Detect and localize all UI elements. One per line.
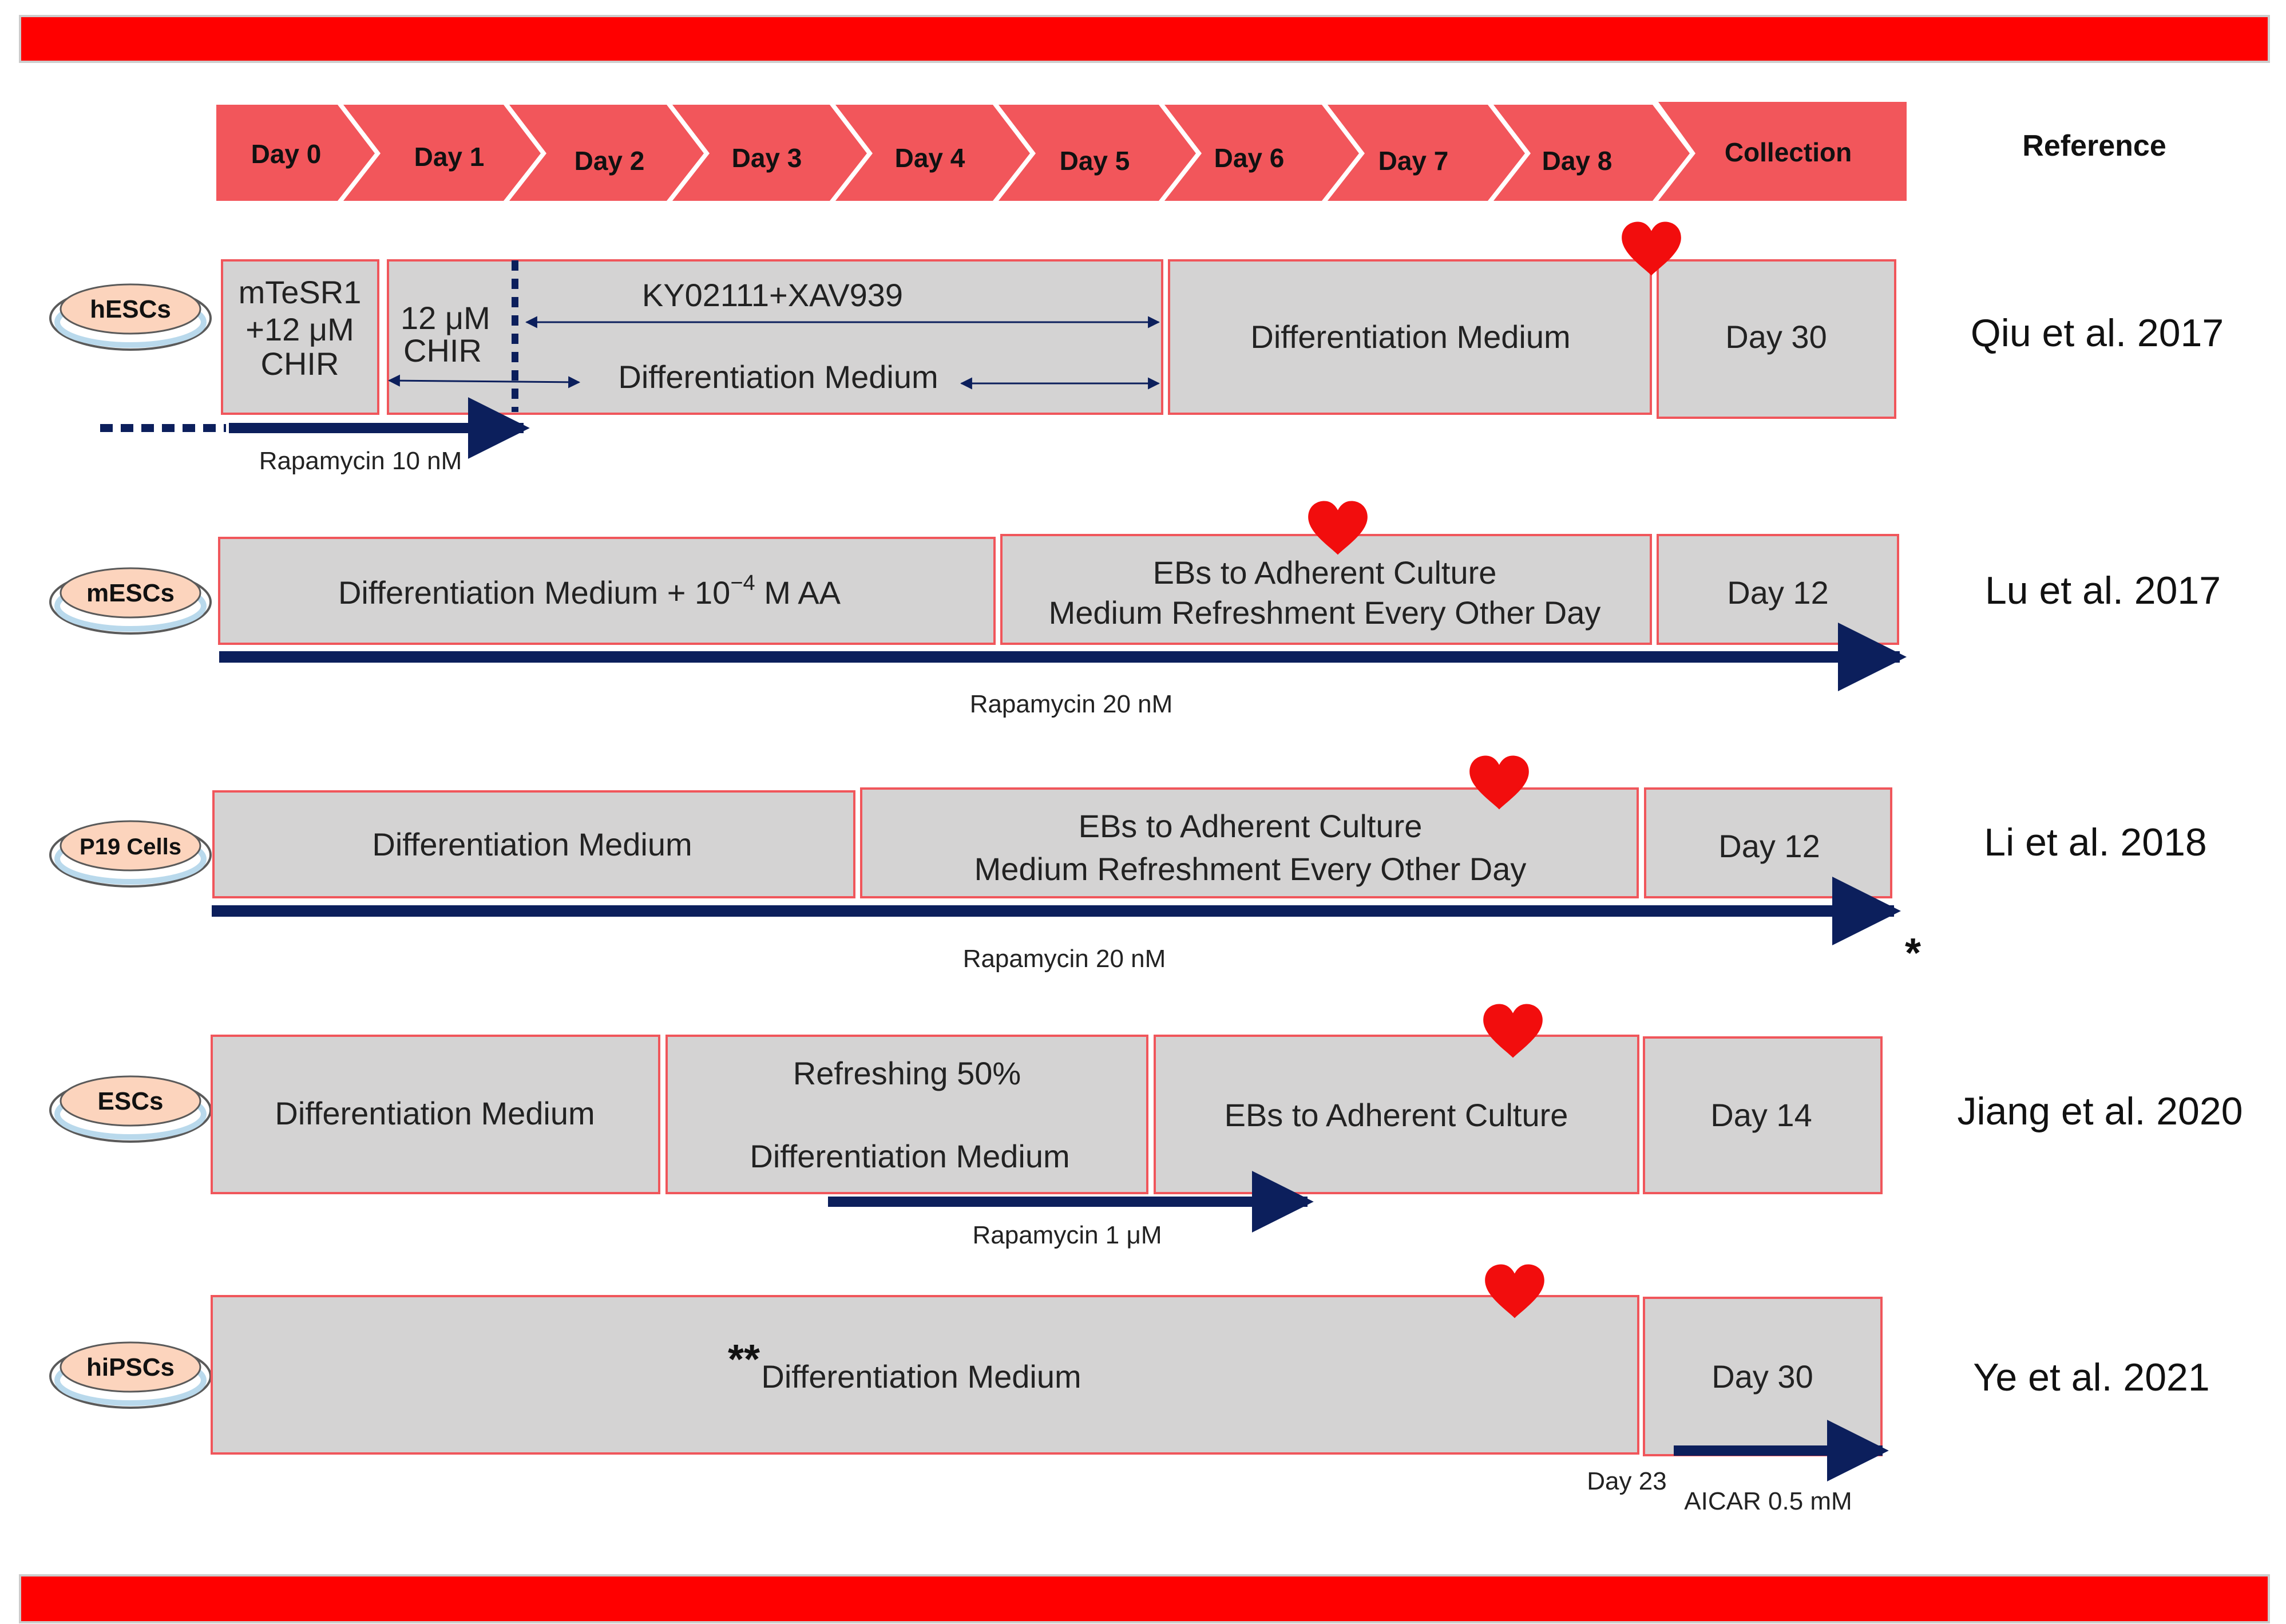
chevron-day-6 bbox=[1164, 105, 1359, 201]
cell-ebs-adherent-line-1: EBs to Adherent Culture bbox=[1079, 808, 1423, 844]
cell-differentiation-medium bbox=[1168, 259, 1652, 415]
header-day-5: Day 5 bbox=[1060, 146, 1130, 176]
cell-diff-label: Differentiation Medium bbox=[618, 359, 938, 395]
cell-differentiation-medium-text: Differentiation Medium bbox=[1250, 319, 1570, 355]
cell-differentiation-medium-text: Differentiation Medium bbox=[761, 1358, 1081, 1395]
cell-refreshing-line-2: Differentiation Medium bbox=[750, 1138, 1069, 1174]
reference-text: Lu et al. 2017 bbox=[1985, 569, 2221, 612]
row-escs: ESCs Differentiation Medium Refreshing 5… bbox=[49, 1004, 2243, 1249]
chevron-day-2 bbox=[509, 105, 704, 201]
cell-ebs-adherent-line-1: EBs to Adherent Culture bbox=[1153, 554, 1497, 591]
cell-ebs-adherent-text: EBs to Adherent Culture bbox=[1225, 1097, 1568, 1133]
petri-dish-icon: P19 Cells bbox=[49, 820, 212, 888]
cell-ebs-adherent bbox=[1154, 1035, 1639, 1194]
header-day-7: Day 7 bbox=[1378, 146, 1449, 176]
cell-chir-line-2: CHIR bbox=[403, 332, 482, 369]
cell-differentiation-medium bbox=[211, 1035, 660, 1194]
top-band bbox=[19, 15, 2270, 63]
cell-aa-medium-text: Differentiation Medium + 10−4 M AA bbox=[338, 571, 841, 611]
chir-span-arrow bbox=[387, 374, 581, 389]
row-p19: P19 Cells Differentiation Medium EBs to … bbox=[49, 755, 2207, 976]
chevron-collection bbox=[1658, 102, 1907, 201]
bottom-band bbox=[19, 1574, 2270, 1623]
petri-dish-icon: hiPSCs bbox=[49, 1341, 212, 1409]
cell-ky-label: KY02111+XAV939 bbox=[642, 277, 903, 313]
cell-ebs-adherent bbox=[860, 787, 1639, 898]
header-day-1: Day 1 bbox=[414, 142, 485, 172]
cell-differentiation-medium bbox=[212, 790, 855, 898]
petri-dish-icon: ESCs bbox=[49, 1075, 212, 1143]
cell-chir-line-1: 12 μM bbox=[401, 300, 490, 336]
chevron-day-7 bbox=[1328, 105, 1525, 201]
note-asterisk: * bbox=[1905, 930, 1921, 976]
drug-label: AICAR 0.5 mM bbox=[1684, 1487, 1852, 1515]
header-day-3: Day 3 bbox=[732, 143, 802, 173]
note-double-asterisk: ** bbox=[728, 1337, 760, 1383]
chevron-day-8 bbox=[1493, 105, 1690, 201]
cell-collection-day bbox=[1643, 1036, 1883, 1194]
row-mescs: mESCs Differentiation Medium + 10−4 M AA… bbox=[49, 501, 2221, 718]
reference-text: Li et al. 2018 bbox=[1984, 821, 2206, 864]
cell-aa-medium bbox=[218, 537, 996, 645]
drug-label: Rapamycin 10 nM bbox=[259, 447, 462, 475]
header-day-0: Day 0 bbox=[251, 139, 322, 169]
chevron-day-1 bbox=[343, 105, 541, 201]
cell-mtesr1-line-2: +12 μM bbox=[245, 311, 354, 347]
reference-text: Qiu et al. 2017 bbox=[1971, 311, 2224, 355]
cell-ebs-adherent-line-2: Medium Refreshment Every Other Day bbox=[974, 851, 1527, 887]
header-day-2: Day 2 bbox=[575, 146, 645, 176]
dish-label: mESCs bbox=[86, 579, 175, 607]
chevron-day-3 bbox=[672, 105, 867, 201]
header-day-4: Day 4 bbox=[895, 143, 965, 173]
reference-text: Ye et al. 2021 bbox=[1973, 1356, 2209, 1399]
header-collection: Collection bbox=[1725, 137, 1852, 167]
cell-collection-day bbox=[1657, 259, 1896, 419]
cell-refreshing bbox=[665, 1035, 1148, 1194]
dish-label: hiPSCs bbox=[86, 1353, 175, 1381]
day-header: Day 0 Day 1 Day 2 Day 3 Day 4 Day 5 Day … bbox=[216, 102, 1907, 201]
cell-mtesr1-line-3: CHIR bbox=[261, 346, 339, 382]
cell-differentiation-medium-text: Differentiation Medium bbox=[372, 826, 692, 862]
cell-collection-day-text: Day 12 bbox=[1727, 575, 1828, 611]
petri-dish-icon: mESCs bbox=[49, 567, 212, 635]
chevron-day-5 bbox=[999, 105, 1196, 201]
cell-collection-day-text: Day 30 bbox=[1711, 1358, 1813, 1395]
cell-differentiation-medium-text: Differentiation Medium bbox=[275, 1095, 595, 1131]
cell-mtesr1 bbox=[221, 259, 379, 415]
cell-ebs-adherent-line-2: Medium Refreshment Every Other Day bbox=[1049, 595, 1601, 631]
reference-text: Jiang et al. 2020 bbox=[1957, 1090, 2243, 1133]
cell-collection-day-text: Day 12 bbox=[1718, 828, 1820, 864]
header-reference: Reference bbox=[2022, 129, 2166, 163]
header-day-6: Day 6 bbox=[1214, 143, 1285, 173]
dish-label: hESCs bbox=[90, 295, 171, 323]
cell-collection-day-text: Day 14 bbox=[1710, 1097, 1812, 1133]
header-day-8: Day 8 bbox=[1542, 146, 1613, 176]
dish-label: ESCs bbox=[98, 1087, 164, 1115]
chevron-day-4 bbox=[835, 105, 1030, 201]
cell-differentiation-medium bbox=[211, 1295, 1639, 1455]
drug-label: Rapamycin 1 μM bbox=[972, 1221, 1162, 1249]
drug-label: Rapamycin 20 nM bbox=[963, 945, 1166, 973]
row-hescs: hESCs mTeSR1 +12 μM CHIR 12 μM CHIR KY02… bbox=[49, 221, 2224, 475]
cell-collection-day-text: Day 30 bbox=[1725, 319, 1827, 355]
day-marker-label: Day 23 bbox=[1587, 1467, 1666, 1495]
cell-refreshing-line-1: Refreshing 50% bbox=[793, 1055, 1021, 1091]
cell-ebs-adherent bbox=[1000, 534, 1652, 645]
row-hipscs: hiPSCs ** Differentiation Medium Day 30 … bbox=[49, 1264, 2210, 1515]
cell-mtesr1-line-1: mTeSR1 bbox=[239, 274, 362, 310]
petri-dish-icon: hESCs bbox=[49, 283, 212, 351]
dish-label: P19 Cells bbox=[80, 834, 181, 859]
drug-label: Rapamycin 20 nM bbox=[970, 690, 1173, 718]
chevron-day-0 bbox=[216, 105, 375, 201]
